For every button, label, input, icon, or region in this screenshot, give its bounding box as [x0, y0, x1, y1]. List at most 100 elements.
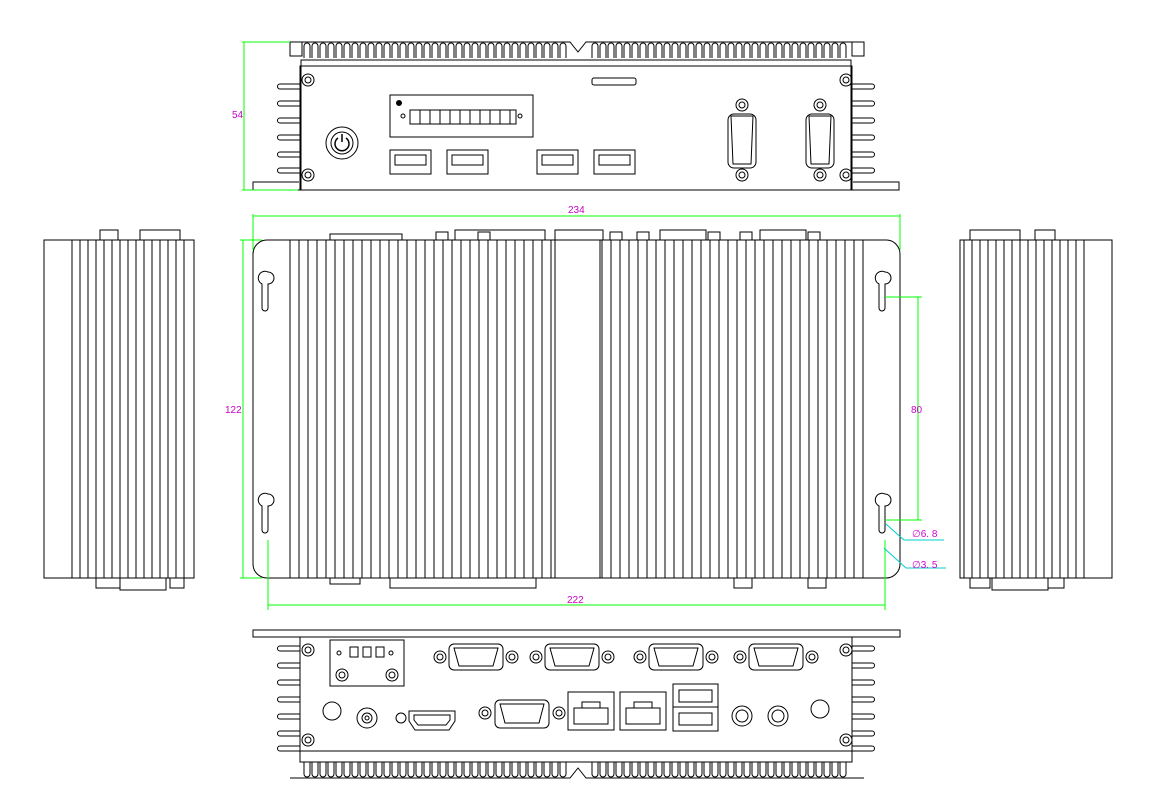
top-fin-edge: [290, 41, 864, 53]
serial-screw: [433, 650, 447, 664]
serial-shell: [648, 643, 704, 671]
serial-shell: [544, 643, 600, 671]
left-side-fins: [71, 240, 185, 578]
audio-jack-2: [767, 705, 789, 727]
front-corner-screws: [301, 73, 853, 182]
front-side-slot: [277, 134, 300, 141]
serial-insert: [753, 647, 799, 667]
top-fin-row: [290, 41, 864, 58]
mount-spacing-horizontal: [267, 540, 886, 610]
rear-hole-left: [322, 701, 342, 721]
serial-screw-hole: [636, 653, 644, 661]
serial-insert: [653, 647, 699, 667]
rear-housing: [252, 629, 901, 763]
serial-shell: [748, 643, 804, 671]
bottom-fin-edge: [290, 767, 864, 779]
front-usb-ports: [389, 149, 636, 175]
front-side-slot: [852, 117, 875, 124]
vga-port: [478, 699, 566, 729]
serial-screw: [505, 650, 519, 664]
serial-screw-hole: [736, 653, 744, 661]
depth-dimension-label: 122: [225, 405, 242, 416]
width-dimension-label: 234: [568, 205, 585, 216]
rear-serial-ports: [433, 643, 819, 671]
keyhole-slots: [257, 270, 892, 534]
serial-screw: [633, 650, 647, 664]
hole-large-label: ∅6. 8: [912, 529, 938, 540]
serial-screw-hole: [532, 653, 540, 661]
rear-panel-view: [252, 629, 901, 779]
front-side-slot: [852, 167, 875, 174]
top-view: [252, 229, 901, 589]
rear-side-slot: [852, 662, 875, 669]
front-side-slot: [277, 117, 300, 124]
mount-spacing-vertical: [885, 296, 922, 521]
serial-screw: [805, 650, 819, 664]
serial-shell: [448, 643, 504, 671]
right-side-view: [959, 229, 1113, 591]
mount-spacing-horizontal-label: 222: [567, 595, 584, 606]
right-side-fins: [963, 240, 1085, 578]
front-side-slot: [277, 167, 300, 174]
serial-screw-hole: [508, 653, 516, 661]
top-fin-teeth: [303, 42, 847, 58]
serial-screw: [529, 650, 543, 664]
front-side-slot: [852, 134, 875, 141]
rear-side-slot: [277, 645, 300, 652]
bottom-fin-row: [290, 762, 864, 779]
height-dimension-label: 54: [232, 110, 244, 121]
serial-screw-hole: [808, 653, 816, 661]
rear-hole-right: [810, 699, 830, 719]
serial-screw: [705, 650, 719, 664]
rear-side-slot: [852, 730, 875, 737]
serial-screw-hole: [436, 653, 444, 661]
top-housing: [252, 239, 901, 579]
rear-side-slot: [277, 662, 300, 669]
height-dimension: [242, 41, 298, 191]
serial-screw-hole: [604, 653, 612, 661]
front-side-slot: [277, 83, 300, 90]
rear-side-slot: [852, 696, 875, 703]
power-button-icon: [325, 126, 359, 160]
bottom-edge-connectors: [329, 577, 827, 589]
hole-small-label: ∅3. 5: [912, 560, 938, 571]
front-side-fins: [277, 83, 875, 174]
hdmi-port: [408, 710, 456, 731]
front-panel-view: [252, 41, 900, 191]
led-indicator: [395, 712, 407, 724]
top-edge-connectors: [329, 229, 821, 241]
dc-jack-icon: [356, 707, 378, 729]
serial-insert: [549, 647, 595, 667]
rear-side-fins: [277, 645, 875, 752]
serial-screw-hole: [708, 653, 716, 661]
rear-side-slot: [277, 745, 300, 752]
audio-jack-1: [731, 705, 753, 727]
front-housing: [252, 59, 900, 191]
serial-screw: [601, 650, 615, 664]
rear-side-slot: [277, 679, 300, 686]
ethernet-port-2: [619, 691, 667, 731]
rear-side-slot: [277, 696, 300, 703]
front-side-slot: [277, 151, 300, 158]
rear-side-slot: [277, 730, 300, 737]
front-side-slot: [852, 83, 875, 90]
front-side-slot: [852, 100, 875, 107]
front-serial-ports: [727, 98, 835, 182]
rear-led-block: [329, 639, 405, 687]
bottom-fin-teeth: [303, 762, 847, 778]
serial-screw: [733, 650, 747, 664]
rear-side-slot: [277, 713, 300, 720]
rear-side-slot: [852, 745, 875, 752]
terminal-block: [389, 94, 534, 138]
rear-usb-stack: [672, 683, 719, 732]
rear-side-slot: [852, 679, 875, 686]
depth-dimension: [240, 239, 262, 579]
hole-callout-lines: [883, 523, 946, 569]
card-slot: [591, 77, 637, 86]
top-view-fins: [289, 240, 864, 578]
serial-insert: [453, 647, 499, 667]
width-dimension: [252, 214, 901, 250]
rear-side-slot: [852, 713, 875, 720]
front-panel: [299, 65, 853, 191]
